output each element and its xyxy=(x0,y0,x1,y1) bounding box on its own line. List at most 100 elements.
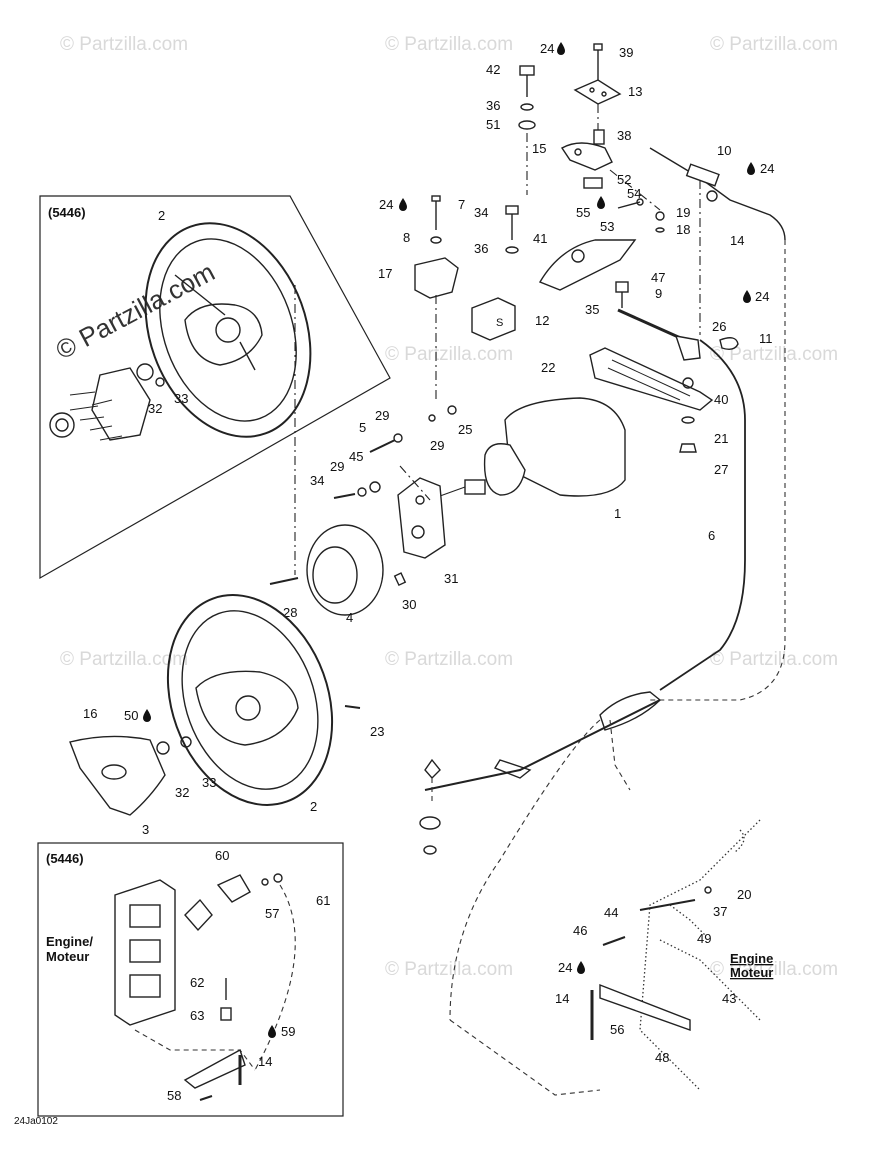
callout-47: 47 xyxy=(651,270,665,285)
callout-33: 33 xyxy=(174,391,188,406)
callout-63: 63 xyxy=(190,1008,204,1023)
watermark: © Partzilla.com xyxy=(710,959,838,980)
callout-8: 8 xyxy=(403,230,410,245)
callout-31: 31 xyxy=(444,571,458,586)
callout-9: 9 xyxy=(655,286,662,301)
engine-label: Engine xyxy=(730,951,773,966)
callout-2: 2 xyxy=(158,208,165,223)
callout-49: 49 xyxy=(697,931,711,946)
callout-20: 20 xyxy=(737,887,751,902)
callout-45: 45 xyxy=(349,449,363,464)
steering-arm-assembly xyxy=(589,281,746,691)
callout-60: 60 xyxy=(215,848,229,863)
callout-24: 24 xyxy=(379,197,393,212)
callout-4: 4 xyxy=(346,610,353,625)
callout-61: 61 xyxy=(316,893,330,908)
callout-59: 59 xyxy=(281,1024,295,1039)
callout-33: 33 xyxy=(202,775,216,790)
lubricant-drop-icon xyxy=(143,42,755,1038)
steering-wheel xyxy=(69,594,361,816)
svg-text:S: S xyxy=(496,317,503,329)
watermark-layer: © Partzilla.com © Partzilla.com © Partzi… xyxy=(60,34,838,980)
callout-42: 42 xyxy=(486,62,500,77)
callout-24: 24 xyxy=(558,960,572,975)
watermark: © Partzilla.com xyxy=(385,34,513,55)
engine-label: Engine/ xyxy=(46,934,93,949)
callout-2: 2 xyxy=(310,799,317,814)
callout-44: 44 xyxy=(604,905,618,920)
callout-53: 53 xyxy=(600,219,614,234)
callout-18: 18 xyxy=(676,222,690,237)
callout-6: 6 xyxy=(708,528,715,543)
callout-14: 14 xyxy=(258,1054,272,1069)
inset-bottom-label: (5446) xyxy=(46,851,84,866)
watermark: © Partzilla.com xyxy=(60,34,188,55)
callout-3: 3 xyxy=(142,822,149,837)
callout-58: 58 xyxy=(167,1088,181,1103)
callout-5: 5 xyxy=(359,420,366,435)
inset-bottom-box: (5446) Engine/ Moteur xyxy=(37,842,344,1117)
callout-43: 43 xyxy=(722,991,736,1006)
callout-35: 35 xyxy=(585,302,599,317)
callout-24: 24 xyxy=(540,41,554,56)
callout-17: 17 xyxy=(378,266,392,281)
callout-25: 25 xyxy=(458,422,472,437)
callout-36: 36 xyxy=(486,98,500,113)
callout-56: 56 xyxy=(610,1022,624,1037)
watermark: © Partzilla.com xyxy=(710,344,838,365)
callout-32: 32 xyxy=(148,401,162,416)
callout-39: 39 xyxy=(619,45,633,60)
callout-50: 50 xyxy=(124,708,138,723)
callout-54: 54 xyxy=(627,186,641,201)
callout-24: 24 xyxy=(755,289,769,304)
steering-housing xyxy=(269,397,626,616)
callout-46: 46 xyxy=(573,923,587,938)
engine-linkage xyxy=(590,819,761,1091)
callout-19: 19 xyxy=(676,205,690,220)
callout-12: 12 xyxy=(535,313,549,328)
watermark: © Partzilla.com xyxy=(385,344,513,365)
watermark: © Partzilla.com xyxy=(385,959,513,980)
callout-14: 14 xyxy=(555,991,569,1006)
callout-62: 62 xyxy=(190,975,204,990)
callout-32: 32 xyxy=(175,785,189,800)
callout-51: 51 xyxy=(486,117,500,132)
callout-57: 57 xyxy=(265,906,279,921)
callout-29: 29 xyxy=(430,438,444,453)
callout-40: 40 xyxy=(714,392,728,407)
callout-16: 16 xyxy=(83,706,97,721)
callout-15: 15 xyxy=(532,141,546,156)
engine-label: Moteur xyxy=(46,949,89,964)
callout-14: 14 xyxy=(730,233,744,248)
callout-55: 55 xyxy=(576,205,590,220)
callout-13: 13 xyxy=(628,84,642,99)
callout-28: 28 xyxy=(283,605,297,620)
callout-34: 34 xyxy=(474,205,488,220)
callout-1: 1 xyxy=(614,506,621,521)
drawing-code: 24Ja0102 xyxy=(14,1116,58,1127)
watermark: © Partzilla.com xyxy=(60,649,188,670)
callout-24: 24 xyxy=(760,161,774,176)
callout-10: 10 xyxy=(717,143,731,158)
callout-22: 22 xyxy=(541,360,555,375)
callout-11: 11 xyxy=(759,331,773,346)
callout-41: 41 xyxy=(533,231,547,246)
callout-29: 29 xyxy=(375,408,389,423)
callout-7: 7 xyxy=(458,197,465,212)
engine-label: Moteur xyxy=(730,965,773,980)
callout-21: 21 xyxy=(714,431,728,446)
watermark: © Partzilla.com xyxy=(385,649,513,670)
callout-48: 48 xyxy=(655,1050,669,1065)
callout-36: 36 xyxy=(474,241,488,256)
callout-37: 37 xyxy=(713,904,727,919)
callout-52: 52 xyxy=(617,172,631,187)
inset-top-box: (5446) © Partzilla.com xyxy=(39,195,391,580)
watermark: © Partzilla.com xyxy=(710,649,838,670)
callout-26: 26 xyxy=(712,319,726,334)
watermark: © Partzilla.com xyxy=(710,34,838,55)
callout-23: 23 xyxy=(370,724,384,739)
callout-29: 29 xyxy=(330,459,344,474)
callout-30: 30 xyxy=(402,597,416,612)
upper-brackets: S xyxy=(414,43,786,400)
